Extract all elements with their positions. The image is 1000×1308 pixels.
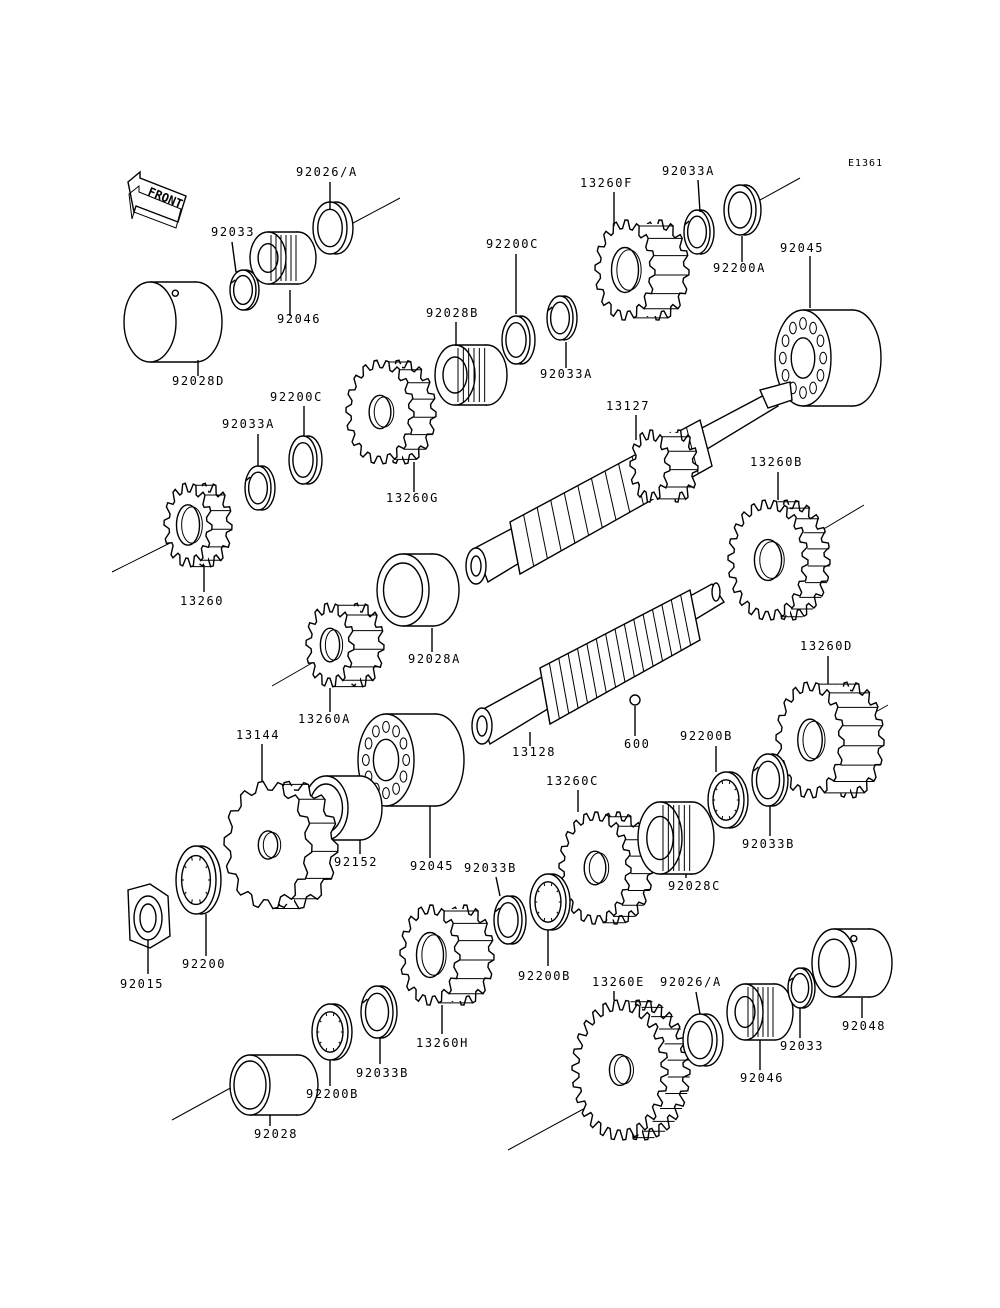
gear-13260D [775,681,885,799]
ball-600 [629,694,641,706]
washer-92200B-low [311,1003,353,1061]
part-label-92033A-top: 92033A [662,164,715,178]
circlip-92033B-low [360,985,398,1039]
gear-13260 [163,482,233,568]
washer-92200C-left [288,435,323,485]
part-label-92152: 92152 [334,855,378,869]
part-label-13260E: 13260E [592,975,645,989]
collar-92028D [123,281,223,363]
part-label-13260G: 13260G [386,491,439,505]
washer-92200C-upper [501,315,536,365]
part-label-92200B-low: 92200B [306,1087,359,1101]
gear-13260C [558,811,654,925]
collar-92028 [229,1054,319,1116]
needle-bearing-92028C [637,801,715,875]
ball-bearing-92045-low [357,713,465,807]
part-label-92046-top: 92046 [277,312,321,326]
part-label-600: 600 [624,737,650,751]
part-label-92028A: 92028A [408,652,461,666]
needle-bearing-92028B [434,344,508,406]
part-label-92015: 92015 [120,977,164,991]
part-label-92033-bottom: 92033 [780,1039,824,1053]
washer-92200B-mid [529,873,571,931]
washer-92200 [175,845,222,915]
part-label-92033B-right: 92033B [742,837,795,851]
part-label-92033A-left: 92033A [222,417,275,431]
shaft-13128 [471,582,725,746]
part-label-92033B-mid: 92033B [464,861,517,875]
circlip-92033-top [229,269,260,311]
gear-13127-integral [629,429,699,503]
nut-92015 [127,883,171,949]
part-label-92200C-upper: 92200C [486,237,539,251]
diagram-code: E1361 [848,158,883,169]
part-label-13127: 13127 [606,399,650,413]
part-label-92033-top: 92033 [211,225,255,239]
part-label-13260H: 13260H [416,1036,469,1050]
part-label-92048: 92048 [842,1019,886,1033]
thrust-washer-92026A-bottom [682,1013,724,1067]
circlip-92033A-top [683,209,715,255]
part-label-13260F: 13260F [580,176,633,190]
part-label-92033A-mid: 92033A [540,367,593,381]
circlip-92033B-mid [493,895,527,945]
gear-13260H [399,904,495,1006]
collar-92048 [811,928,893,998]
part-label-92046-bottom: 92046 [740,1071,784,1085]
part-label-13260B: 13260B [750,455,803,469]
part-label-92026-A-bottom: 92026/A [660,975,722,989]
gear-13260B [727,499,831,621]
part-label-92200B-right: 92200B [680,729,733,743]
part-label-92200: 92200 [182,957,226,971]
needle-bearing-92046-bottom [726,983,794,1041]
sprocket-13144 [223,780,339,910]
circlip-92033-bottom [787,967,816,1009]
gear-13260A [305,602,385,688]
part-label-92028B: 92028B [426,306,479,320]
front-arrow-icon: FRONT [127,170,187,229]
part-label-92033B-low: 92033B [356,1066,409,1080]
part-label-92200B-mid: 92200B [518,969,571,983]
gear-13260F [594,219,690,321]
circlip-92033A-mid [546,295,578,341]
gear-13260E [571,999,691,1141]
part-label-13260C: 13260C [546,774,599,788]
part-label-92045-low: 92045 [410,859,454,873]
part-label-13144: 13144 [236,728,280,742]
ball-bearing-92045-top [774,309,882,407]
gear-13260G [345,359,437,465]
part-label-92028C: 92028C [668,879,721,893]
axis-line [821,504,865,531]
part-label-13260A: 13260A [298,712,351,726]
part-label-13260D: 13260D [800,639,853,653]
thrust-washer-92026A-top [312,201,354,255]
part-label-13260: 13260 [180,594,224,608]
part-label-92200C-left: 92200C [270,390,323,404]
circlip-92033B-right [751,753,789,807]
bushing-92028A [376,553,460,627]
part-label-13128: 13128 [512,745,556,759]
part-label-92045-top: 92045 [780,241,824,255]
part-label-92028D: 92028D [172,374,225,388]
axis-line [111,542,171,573]
axis-line [271,662,313,687]
needle-bearing-92046-top [249,231,317,285]
washer-92200A [723,184,762,236]
part-label-92026-A-top: 92026/A [296,165,358,179]
circlip-92033A-left [244,465,276,511]
part-label-92200A: 92200A [713,261,766,275]
washer-92200B-right [707,771,749,829]
axis-line [759,177,801,201]
part-label-92028: 92028 [254,1127,298,1141]
